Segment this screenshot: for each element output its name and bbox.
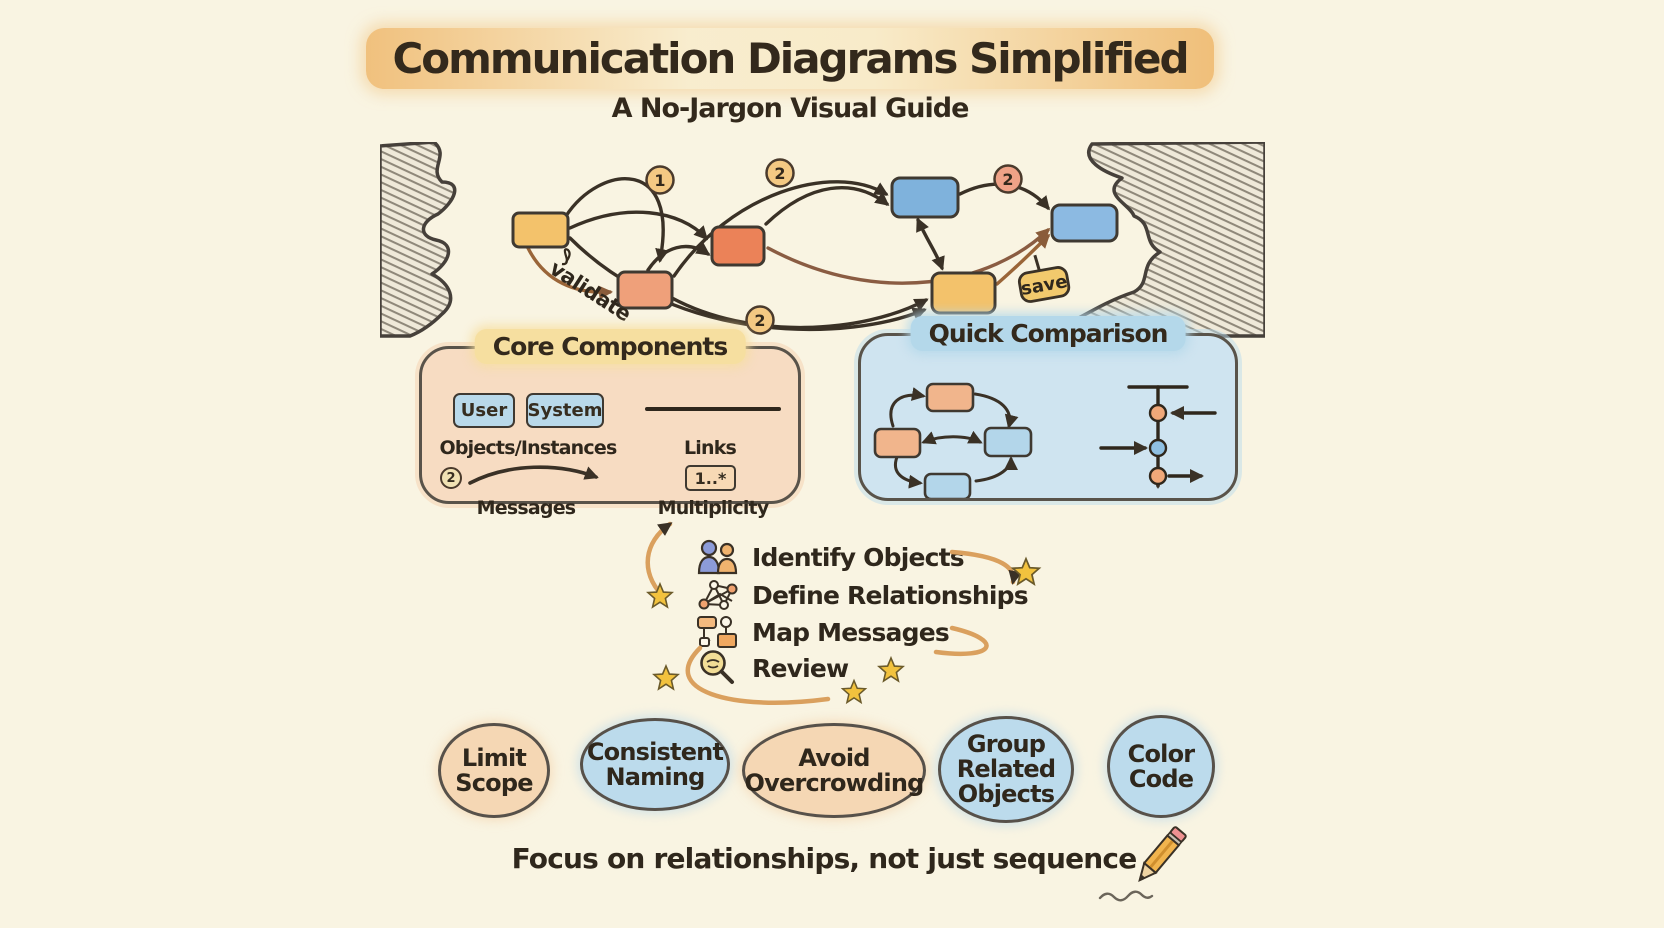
object-box-yellow-1 xyxy=(511,211,570,249)
footer-note: Focus on relationships, not just sequenc… xyxy=(511,842,1138,875)
sequence-diagram-mini xyxy=(1099,385,1217,489)
star-icon xyxy=(653,665,679,690)
multiplicity-tag: 1..* xyxy=(685,465,736,491)
step-label: Review xyxy=(752,653,849,683)
step-label: Identify Objects xyxy=(752,542,965,572)
star-icon xyxy=(647,583,673,608)
star-icon xyxy=(878,657,904,682)
page-subtitle: A No-Jargon Visual Guide xyxy=(611,93,970,124)
object-box-blue-2 xyxy=(1050,203,1119,243)
core-components-title: Core Components xyxy=(474,329,746,364)
badge-2a: 2 xyxy=(765,158,795,188)
header: Communication Diagrams Simplified A No-J… xyxy=(345,28,1235,124)
save-tag: save xyxy=(1017,254,1071,303)
comparison-graphic xyxy=(873,382,1217,498)
tip-consistent-naming: Consistent Naming xyxy=(580,718,730,811)
badge-2b: 2 xyxy=(993,164,1023,194)
user-object-box: User xyxy=(453,393,515,428)
core-components-panel: Core Components User System Objects/Inst… xyxy=(419,329,801,519)
badge-2c: 2 xyxy=(745,305,775,335)
star-icon xyxy=(841,679,867,704)
tip-avoid-overcrowding: Avoid Overcrowding xyxy=(742,723,926,818)
step-row-review: Review xyxy=(696,649,849,687)
hero-badges: 1 2 2 2 xyxy=(645,158,1023,335)
people-icon xyxy=(697,539,738,575)
swoosh-right-map xyxy=(933,625,989,657)
flowchart-icon xyxy=(697,616,737,648)
svg-text:2: 2 xyxy=(754,311,765,330)
page-title: Communication Diagrams Simplified xyxy=(366,28,1214,89)
star-icon xyxy=(1011,557,1041,585)
objects-instances-label: Objects/Instances xyxy=(439,437,618,459)
arrow-b-to-e-low xyxy=(670,296,929,330)
quick-comparison-title: Quick Comparison xyxy=(910,316,1186,351)
magnifier-icon xyxy=(700,650,734,684)
arrow-c-to-d xyxy=(764,186,890,226)
arrow-c-to-f-long xyxy=(766,227,1051,285)
arrow-a-to-b-high xyxy=(564,177,669,263)
arrow-a-to-c xyxy=(568,210,709,241)
arrow-b-to-d xyxy=(672,180,889,278)
system-object-box: System xyxy=(526,393,604,428)
message-arrow xyxy=(468,465,599,485)
right-sketch-blob xyxy=(1040,142,1265,338)
swoosh-arcs xyxy=(645,521,1023,705)
swoosh-left-up xyxy=(645,521,673,598)
lifeline-node-blue xyxy=(1148,438,1168,458)
arrow-d-e-double xyxy=(916,217,945,271)
svg-text:2: 2 xyxy=(1002,170,1013,189)
steps-decorations xyxy=(645,521,1041,705)
object-box-red xyxy=(710,225,766,267)
step-row-identify-objects: Identify Objects xyxy=(696,538,965,576)
comm-diagram-mini xyxy=(873,382,1033,498)
badge-1: 1 xyxy=(645,165,675,195)
arrow-save xyxy=(995,233,1051,286)
arrow-validate xyxy=(526,246,613,300)
step-row-map-messages: Map Messages xyxy=(696,613,950,651)
arrow-b-to-c xyxy=(646,241,711,272)
tip-group-related-objects: Group Related Objects xyxy=(938,716,1074,823)
swoosh-right-identify xyxy=(949,549,1023,585)
tip-color-code: Color Code xyxy=(1107,715,1215,818)
message-number-badge: 2 xyxy=(440,467,462,489)
quick-comparison-panel: Quick Comparison xyxy=(858,316,1238,501)
pencil-icon xyxy=(1098,826,1187,902)
tip-limit-scope: Limit Scope xyxy=(438,723,550,818)
step-label: Map Messages xyxy=(752,617,950,647)
step-row-define-relationships: Define Relationships xyxy=(696,576,1029,614)
object-box-orange xyxy=(616,270,674,310)
hero-arrows-brown xyxy=(526,227,1051,300)
messages-label: Messages xyxy=(476,497,576,519)
link-line xyxy=(645,407,781,411)
hero-boxes xyxy=(511,176,1119,315)
swoosh-under-review xyxy=(685,645,831,705)
hero-diagram: 1 2 2 2 validate save xyxy=(380,142,1265,338)
mini-box-left-orange xyxy=(873,427,922,459)
step-label: Define Relationships xyxy=(752,580,1029,610)
object-box-yellow-2 xyxy=(930,271,997,315)
svg-text:2: 2 xyxy=(774,164,785,183)
lifeline-node-orange-2 xyxy=(1148,466,1168,486)
multiplicity-label: Multiplicity xyxy=(657,497,770,519)
object-box-blue-1 xyxy=(890,176,960,219)
mini-box-top-orange xyxy=(925,382,975,413)
lifeline-node-orange-1 xyxy=(1148,403,1168,423)
left-sketch-blob xyxy=(380,142,457,338)
stars xyxy=(647,557,1041,704)
svg-text:1: 1 xyxy=(654,171,665,190)
mini-box-bottom-blue xyxy=(923,472,972,498)
links-label: Links xyxy=(683,437,737,459)
squiggle-mark xyxy=(561,248,571,266)
mini-box-mid-blue xyxy=(983,426,1033,458)
network-icon xyxy=(698,580,738,610)
